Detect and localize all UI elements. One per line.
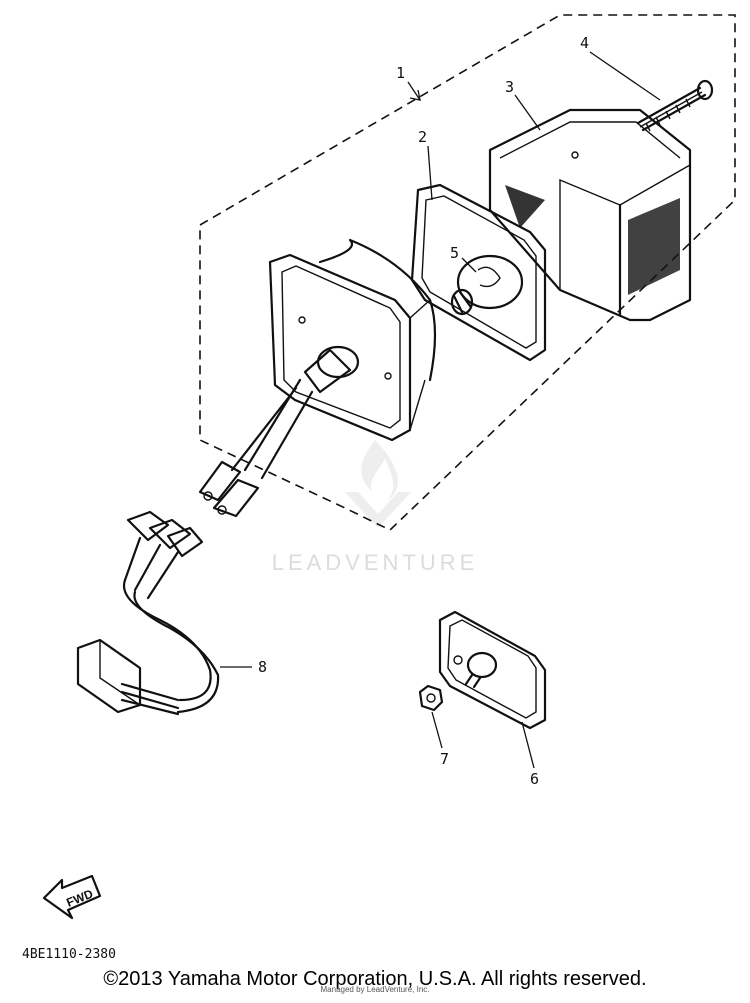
part-4-screw: [636, 79, 714, 132]
callout-1: 1: [396, 64, 405, 82]
callout-3: 3: [505, 78, 514, 96]
copyright-notice: ©2013 Yamaha Motor Corporation, U.S.A. A…: [103, 968, 647, 990]
part-6-reflector: [438, 610, 547, 730]
credit-text: Managed by LeadVenture, Inc.: [320, 985, 430, 994]
watermark: LEADVENTURE: [272, 440, 479, 575]
callout-4: 4: [580, 34, 589, 52]
fwd-arrow-icon: FWD: [42, 874, 102, 920]
watermark-logo-icon: [345, 440, 411, 528]
callout-5: 5: [450, 244, 459, 262]
callout-6: 6: [530, 770, 539, 788]
part-3-lens-housing: [488, 108, 692, 322]
fwd-arrow-label: FWD: [64, 886, 95, 909]
part-5-bulb: [450, 254, 524, 316]
callout-8: 8: [258, 658, 267, 676]
callout-2: 2: [418, 128, 427, 146]
part-8-wire-harness: [76, 510, 252, 716]
part-7-nut: [418, 684, 444, 712]
diagram-code: 4BE1110-2380: [22, 947, 116, 962]
leader-lines: [407, 51, 661, 769]
watermark-text: LEADVENTURE: [272, 550, 479, 575]
callout-7: 7: [440, 750, 449, 768]
part-1-base-plate: [198, 238, 437, 518]
part-2-gasket: [410, 183, 547, 362]
